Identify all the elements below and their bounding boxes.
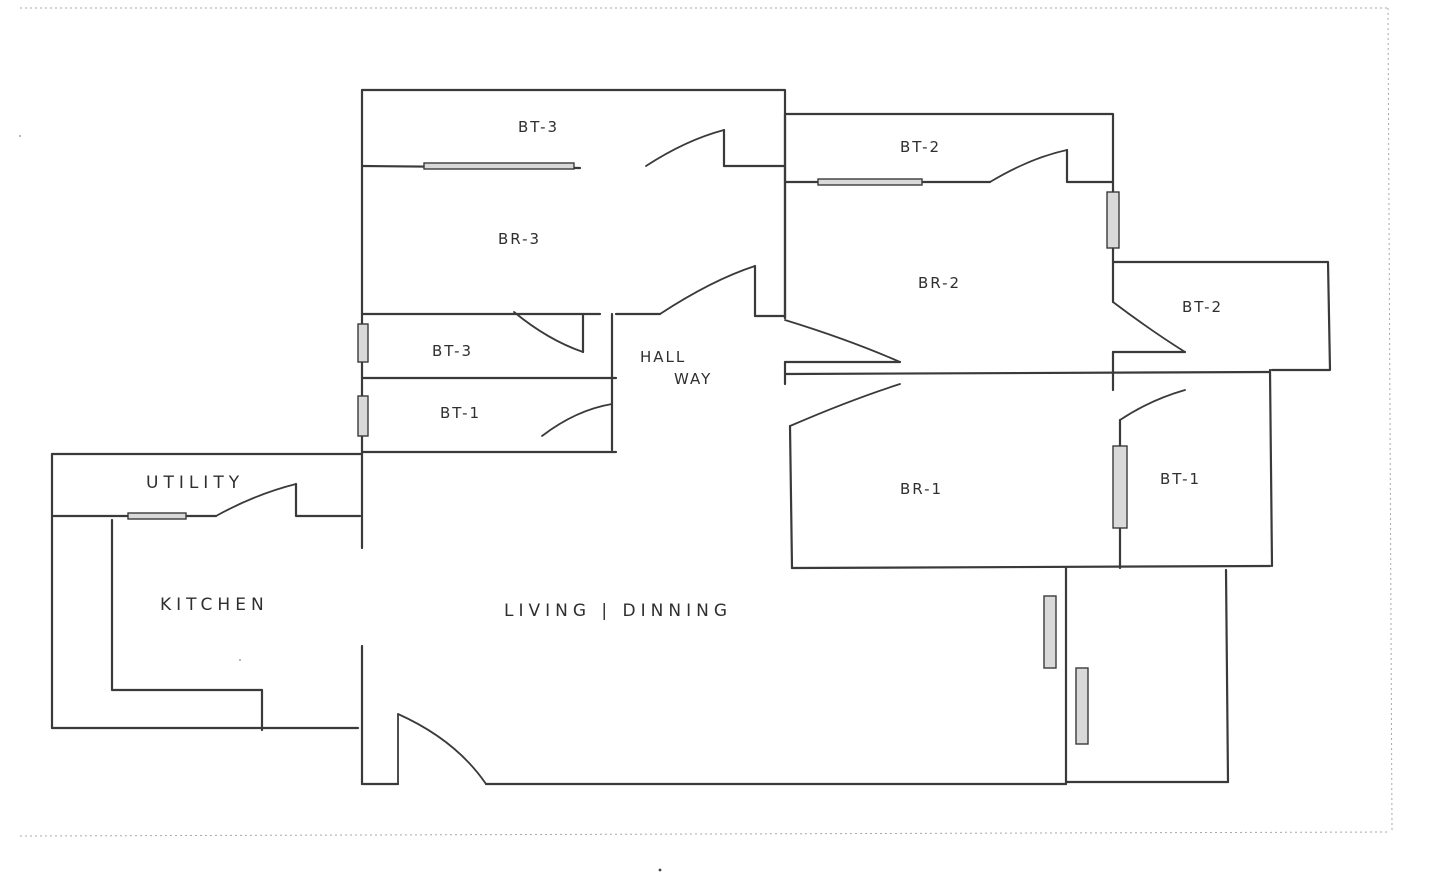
room-label-bt1-side: BT-1 — [1160, 470, 1201, 488]
door-bt1-side — [1119, 389, 1186, 421]
room-label-bt3-top: BT-3 — [518, 118, 559, 136]
door-bt1 — [541, 403, 613, 437]
room-label-utility: UTILITY — [146, 473, 244, 493]
room-label-hallway-line1: HALL — [640, 348, 686, 366]
door-entry-swing — [397, 713, 487, 785]
room-label-kitchen: KITCHEN — [160, 595, 269, 615]
window-utility — [127, 512, 187, 520]
room-label-hallway-line2: WAY — [674, 370, 712, 388]
page-border — [19, 7, 1393, 837]
window-br1-side — [1112, 445, 1128, 529]
window-living-2 — [1075, 667, 1089, 745]
door-bt2-top — [989, 149, 1068, 183]
door-br1 — [789, 383, 901, 427]
room-label-br3: BR-3 — [498, 230, 541, 248]
window-bt3-top — [423, 162, 575, 170]
window-bt2-top — [817, 178, 923, 186]
doors — [215, 129, 1186, 785]
room-label-br1: BR-1 — [900, 480, 943, 498]
door-br3 — [659, 265, 756, 315]
window-bt3-small — [357, 323, 369, 363]
scan-marks — [19, 135, 662, 872]
room-labels: BT-3 BR-3 BT-3 BT-1 HALL WAY BT-2 BR-2 B… — [146, 118, 1223, 621]
room-label-bt1: BT-1 — [440, 404, 481, 422]
walls — [50, 88, 1332, 786]
door-br2 — [784, 319, 901, 363]
room-label-bt2-side: BT-2 — [1182, 298, 1223, 316]
room-label-bt2-top: BT-2 — [900, 138, 941, 156]
door-bt3-small — [513, 311, 584, 353]
window-bt1 — [357, 395, 369, 437]
window-br2-side — [1106, 191, 1120, 249]
door-utility — [215, 483, 297, 517]
room-label-bt3-small: BT-3 — [432, 342, 473, 360]
door-bt2-side — [1112, 301, 1186, 353]
door-bt3-top — [645, 129, 725, 167]
window-living-1 — [1043, 595, 1057, 669]
windows — [127, 162, 1128, 745]
room-label-living-dining: LIVING | DINNING — [504, 601, 732, 621]
room-label-br2: BR-2 — [918, 274, 961, 292]
